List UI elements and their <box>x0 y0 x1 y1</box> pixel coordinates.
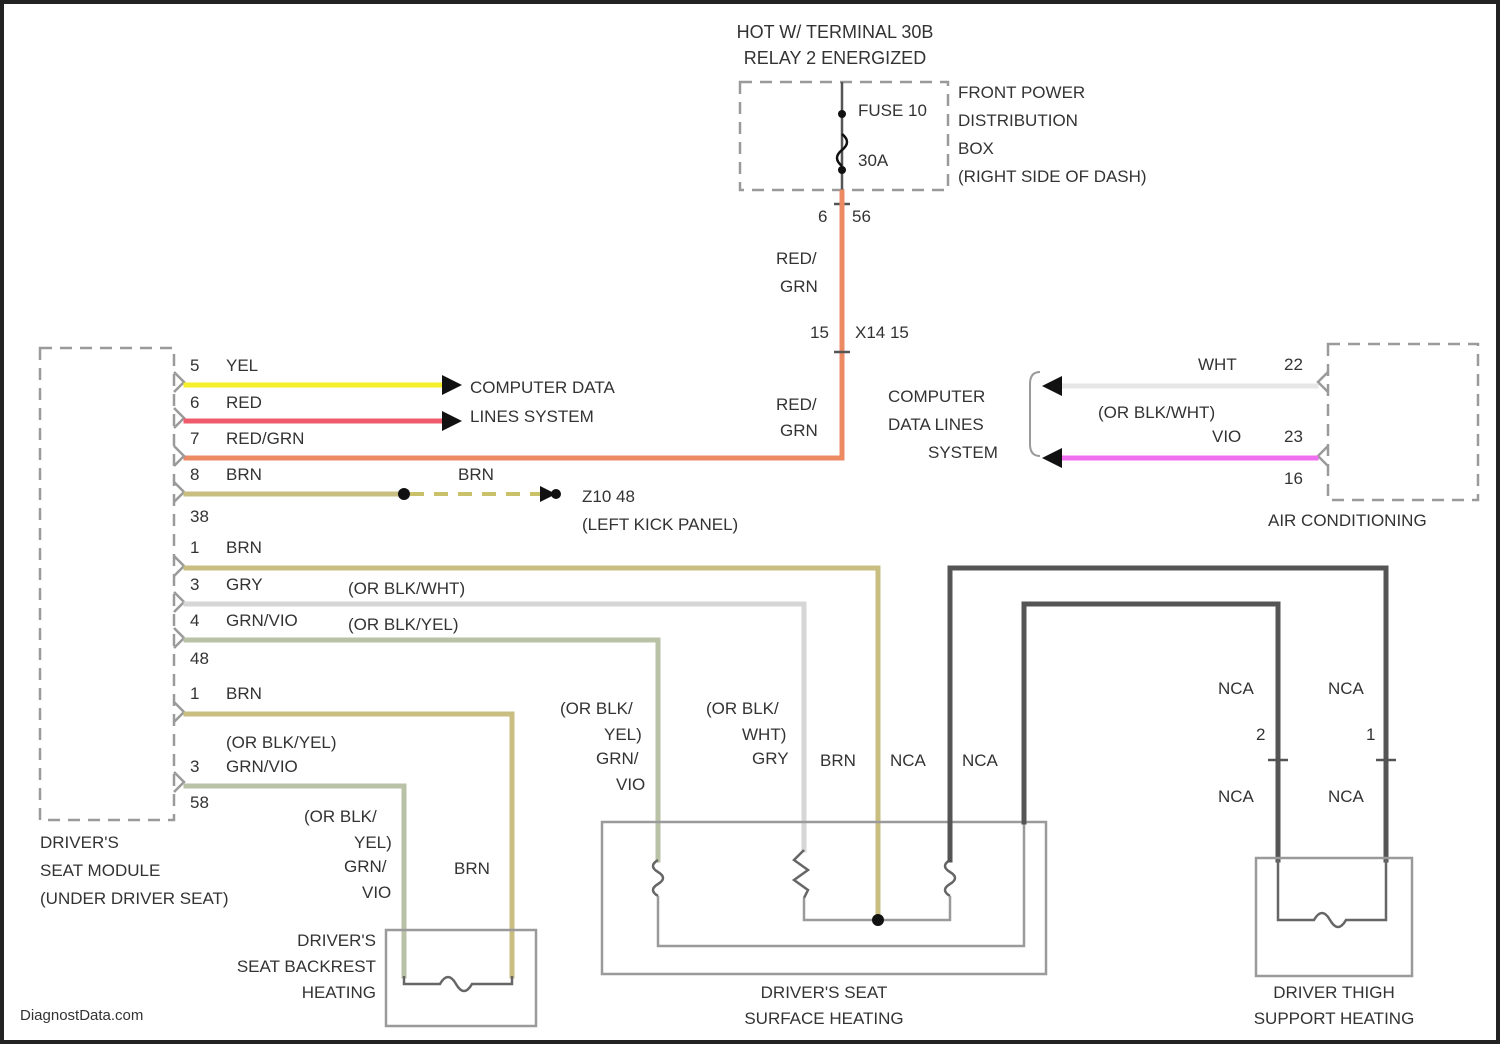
seat-module-name-3: (UNDER DRIVER SEAT) <box>40 889 229 908</box>
fuse-dot-bottom <box>838 166 846 174</box>
pin-c1: 1 <box>190 684 199 703</box>
seat-module-name-2: SEAT MODULE <box>40 861 160 880</box>
pin-b3-color: GRY <box>226 575 263 594</box>
backrest-name-1: DRIVER'S <box>297 931 376 950</box>
backrest-label-brn: BRN <box>454 859 490 878</box>
thigh-pin-right: 1 <box>1366 725 1375 744</box>
fuse-label: FUSE 10 <box>858 101 927 120</box>
pin-a6: 6 <box>190 393 199 412</box>
surface-label-nca1: NCA <box>890 751 927 770</box>
ac-alt-label: (OR BLK/WHT) <box>1098 403 1215 422</box>
backrest-name-3: HEATING <box>302 983 376 1002</box>
pin-a5-color: YEL <box>226 356 258 375</box>
pin-b4-alt: (OR BLK/YEL) <box>348 615 459 634</box>
pin-a7-color: RED/GRN <box>226 429 304 448</box>
connector-48: 48 <box>190 649 209 668</box>
watermark: DiagnostData.com <box>20 1007 143 1024</box>
pin-b1: 1 <box>190 538 199 557</box>
backrest-label-2: YEL) <box>354 833 392 852</box>
fuse-box-name-2: DISTRIBUTION <box>958 111 1078 130</box>
surface-name-1: DRIVER'S SEAT <box>761 983 888 1002</box>
fuse-amps: 30A <box>858 151 889 170</box>
ground-location: (LEFT KICK PANEL) <box>582 515 738 534</box>
label-brn-ground: BRN <box>458 465 494 484</box>
label-red-grn-top-2: GRN <box>780 277 818 296</box>
computer-data-right-2: DATA LINES <box>888 415 984 434</box>
surface-label-a3: GRN/ <box>596 749 639 768</box>
thigh-name-2: SUPPORT HEATING <box>1254 1009 1415 1028</box>
fuse-pin-left: 6 <box>818 207 827 226</box>
thigh-name-1: DRIVER THIGH <box>1273 983 1395 1002</box>
connector-38: 38 <box>190 507 209 526</box>
pin-a7: 7 <box>190 429 199 448</box>
surface-label-a4: VIO <box>616 775 645 794</box>
computer-data-left-1: COMPUTER DATA <box>470 378 615 397</box>
surface-label-brn: BRN <box>820 751 856 770</box>
backrest-label-3: GRN/ <box>344 857 387 876</box>
pin-a5: 5 <box>190 356 199 375</box>
thigh-nca-top-right: NCA <box>1328 679 1365 698</box>
label-red-grn-top-1: RED/ <box>776 249 817 268</box>
pin-b3-alt: (OR BLK/WHT) <box>348 579 465 598</box>
surface-label-a2: YEL) <box>604 725 642 744</box>
ac-wht-label: WHT <box>1198 355 1237 374</box>
pin-a6-color: RED <box>226 393 262 412</box>
power-header-line1: HOT W/ TERMINAL 30B <box>737 22 934 42</box>
pin-b3: 3 <box>190 575 199 594</box>
thigh-nca-bot-left: NCA <box>1218 787 1255 806</box>
pin-a8: 8 <box>190 465 199 484</box>
surface-label-b3: GRY <box>752 749 789 768</box>
fuse-dot-top <box>838 110 846 118</box>
ac-name: AIR CONDITIONING <box>1268 511 1427 530</box>
backrest-label-4: VIO <box>362 883 391 902</box>
computer-data-right-3: SYSTEM <box>928 443 998 462</box>
backrest-label-1: (OR BLK/ <box>304 807 377 826</box>
pin-b4-color: GRN/VIO <box>226 611 298 630</box>
computer-data-left-2: LINES SYSTEM <box>470 407 594 426</box>
pin-b1-color: BRN <box>226 538 262 557</box>
fuse-pin-right: 56 <box>852 207 871 226</box>
computer-data-right-1: COMPUTER <box>888 387 985 406</box>
x14-label: X14 15 <box>855 323 909 342</box>
pin-c3-color: GRN/VIO <box>226 757 298 776</box>
connector-58: 58 <box>190 793 209 812</box>
label-red-grn-mid-2: GRN <box>780 421 818 440</box>
surface-name-2: SURFACE HEATING <box>744 1009 903 1028</box>
surface-label-nca2: NCA <box>962 751 999 770</box>
pin-a8-color: BRN <box>226 465 262 484</box>
pin-b4: 4 <box>190 611 199 630</box>
ac-pin-22: 22 <box>1284 355 1303 374</box>
ground-point <box>551 489 561 499</box>
label-red-grn-mid-1: RED/ <box>776 395 817 414</box>
power-header-line2: RELAY 2 ENERGIZED <box>744 48 926 68</box>
thigh-pin-left: 2 <box>1256 725 1265 744</box>
thigh-nca-bot-right: NCA <box>1328 787 1365 806</box>
surface-label-b2: WHT) <box>742 725 786 744</box>
ground-label: Z10 48 <box>582 487 635 506</box>
pin-c1-color: BRN <box>226 684 262 703</box>
fuse-box-name-3: BOX <box>958 139 994 158</box>
ac-pin-23: 23 <box>1284 427 1303 446</box>
fuse-box-name-1: FRONT POWER <box>958 83 1085 102</box>
fuse-box-name-4: (RIGHT SIDE OF DASH) <box>958 167 1147 186</box>
pin-c3: 3 <box>190 757 199 776</box>
surface-splice <box>872 914 884 926</box>
splice-ground <box>398 488 410 500</box>
pin-c3-alt: (OR BLK/YEL) <box>226 733 337 752</box>
seat-module-name-1: DRIVER'S <box>40 833 119 852</box>
x14-pin: 15 <box>810 323 829 342</box>
ac-vio-label: VIO <box>1212 427 1241 446</box>
surface-label-a1: (OR BLK/ <box>560 699 633 718</box>
ac-connector: 16 <box>1284 469 1303 488</box>
backrest-name-2: SEAT BACKREST <box>237 957 376 976</box>
thigh-nca-top-left: NCA <box>1218 679 1255 698</box>
surface-label-b1: (OR BLK/ <box>706 699 779 718</box>
